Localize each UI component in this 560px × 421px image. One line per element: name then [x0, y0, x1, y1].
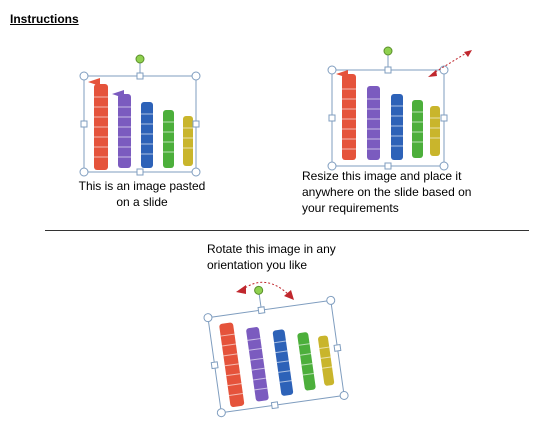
rotate-handle-icon[interactable] [135, 54, 145, 64]
panel-rotate-image [200, 276, 360, 418]
springs-image [219, 322, 335, 407]
rotate-handle-icon[interactable] [383, 46, 393, 56]
panel-resize-image [322, 44, 482, 171]
caption-line: anywhere on the slide based on [302, 185, 472, 199]
caption-line: on a slide [116, 195, 168, 209]
springs-image [88, 78, 193, 170]
page-title: Instructions [10, 12, 79, 26]
caption-pasted: This is an image pasted on a slide [66, 178, 218, 210]
springs-image [336, 70, 440, 160]
rotate-handle-icon[interactable] [254, 285, 264, 295]
rotate-arrow-icon [236, 281, 294, 300]
selected-image-frame[interactable] [322, 44, 482, 171]
selected-image-frame[interactable] [200, 276, 360, 418]
resize-arrow-icon [428, 50, 472, 77]
selected-image-frame[interactable] [78, 52, 208, 177]
panel-pasted-image [78, 52, 208, 177]
caption-rotate: Rotate this image in any orientation you… [207, 241, 397, 273]
caption-line: This is an image pasted [78, 179, 206, 193]
caption-line: Rotate this image in any [207, 242, 336, 256]
caption-line: orientation you like [207, 258, 308, 272]
section-divider [45, 230, 529, 231]
caption-resize: Resize this image and place it anywhere … [302, 168, 532, 216]
caption-line: your requirements [302, 201, 399, 215]
caption-line: Resize this image and place it [302, 169, 462, 183]
